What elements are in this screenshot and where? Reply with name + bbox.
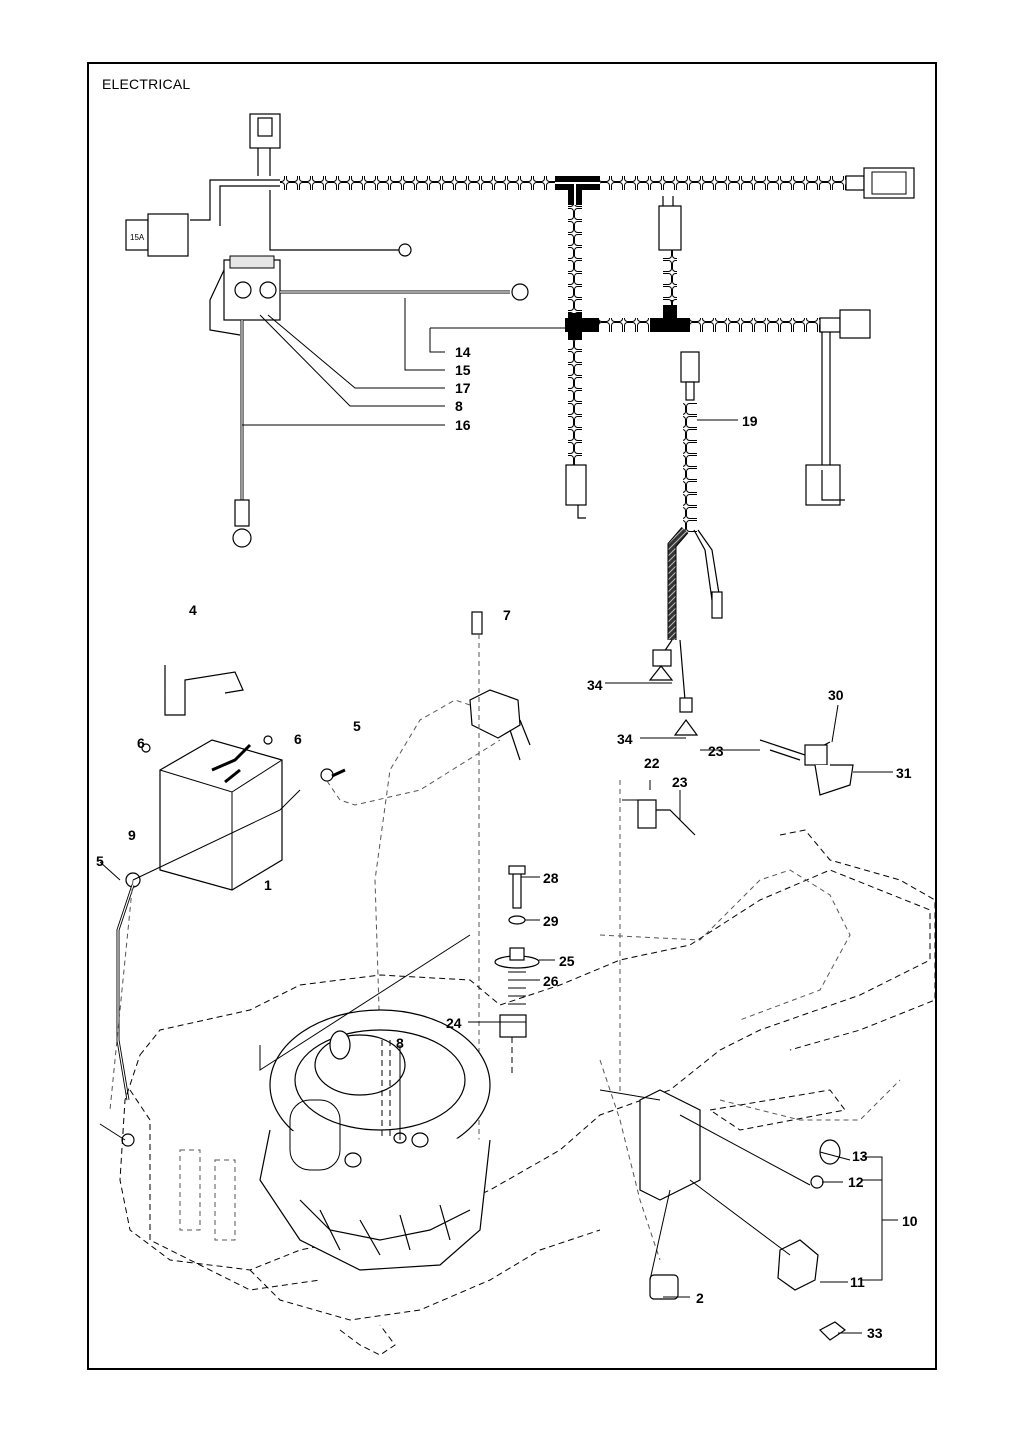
- callout-34-lower: 34: [617, 731, 633, 747]
- connector-34-lower: [673, 718, 699, 736]
- relay-assembly: [374, 611, 531, 1140]
- switch-parts: [619, 704, 893, 1095]
- callout-30: 30: [828, 687, 844, 703]
- secondary-harness: [648, 351, 723, 736]
- callout-6-left: 6: [137, 735, 145, 751]
- callout-31: 31: [896, 765, 912, 781]
- callout-9: 9: [128, 827, 136, 843]
- callout-24: 24: [446, 1015, 462, 1031]
- callout-14: 14: [455, 344, 471, 360]
- ignition-switch: [777, 1239, 819, 1291]
- mower-chassis: [109, 829, 936, 1356]
- callout-8-engine: 8: [396, 1035, 404, 1051]
- callout-1: 1: [264, 877, 272, 893]
- callout-25: 25: [559, 953, 575, 969]
- callout-12: 12: [848, 1174, 864, 1190]
- connector-33: [819, 1321, 847, 1341]
- callout-5-top: 5: [353, 718, 361, 734]
- ring-terminal-lower: [232, 528, 252, 548]
- callout-2: 2: [696, 1290, 704, 1306]
- callout-7: 7: [503, 607, 511, 623]
- callout-22: 22: [644, 755, 660, 771]
- upper-leaders: [242, 298, 738, 739]
- callout-10: 10: [902, 1213, 918, 1229]
- callout-11: 11: [850, 1274, 865, 1290]
- callout-29: 29: [543, 913, 559, 929]
- connector-34-upper: [648, 665, 674, 681]
- callout-23-left: 23: [672, 774, 688, 790]
- battery-hold-down: [164, 665, 244, 716]
- pto-switch: [649, 1274, 679, 1300]
- callout-34-upper: 34: [587, 677, 603, 693]
- ring-terminal-upper: [398, 243, 412, 257]
- callout-13: 13: [852, 1148, 868, 1164]
- cable-ring-terminal: [511, 283, 529, 301]
- diagram-border: [87, 62, 937, 1370]
- callout-19: 19: [742, 413, 758, 429]
- seat-switch-parts: [468, 865, 555, 1075]
- callout-15: 15: [455, 362, 471, 378]
- callout-26: 26: [543, 973, 559, 989]
- callout-33: 33: [867, 1325, 883, 1341]
- relay: [469, 689, 521, 739]
- callout-16: 16: [455, 417, 471, 433]
- harness-connector-right-2: [839, 309, 871, 339]
- fuse-rating-label: 15A: [130, 233, 145, 242]
- callout-23-right: 23: [708, 743, 724, 759]
- battery: [159, 739, 283, 891]
- harness-loom-vertical: [568, 205, 582, 313]
- callout-28: 28: [543, 870, 559, 886]
- diagram-title: ELECTRICAL: [102, 76, 191, 92]
- callout-8: 8: [455, 398, 463, 414]
- callout-5-left: 5: [96, 853, 104, 869]
- callout-17: 17: [455, 380, 471, 396]
- callout-6-right: 6: [294, 731, 302, 747]
- callout-labels: 14 15 17 8 16 19 4 7 34 30 34 6 6 5 23 3…: [96, 344, 918, 1341]
- callout-4: 4: [189, 602, 197, 618]
- main-harness: 15A: [125, 113, 915, 548]
